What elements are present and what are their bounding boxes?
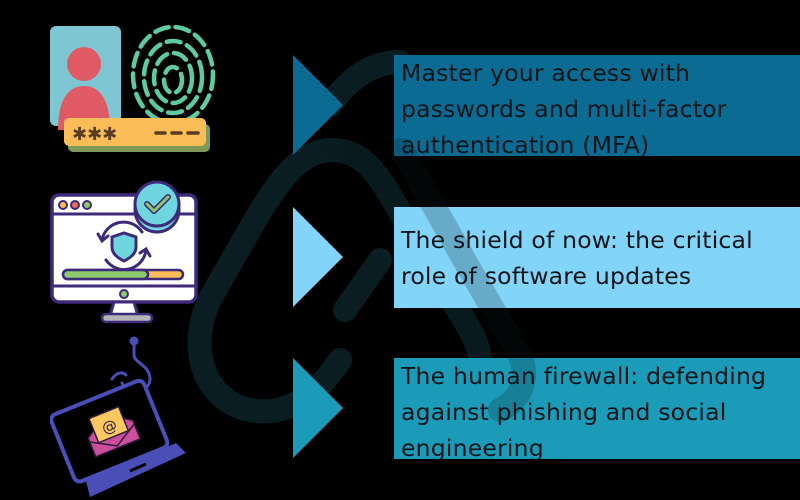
svg-text:@: @ [99, 415, 120, 437]
arrow-icon-3 [293, 358, 343, 458]
password-fingerprint-icon: ✱✱✱ [50, 24, 216, 152]
arrow-icon-1 [293, 55, 343, 155]
item-box-phishing: The human firewall: defending against ph… [394, 358, 800, 462]
item-box-mfa: Master your access with passwords and mu… [394, 55, 800, 159]
item-text-phishing: The human firewall: defending against ph… [401, 362, 767, 462]
item-text-updates: The shield of now: the critical role of … [401, 225, 753, 290]
software-update-monitor-icon [50, 180, 198, 324]
arrow-icon-2 [293, 207, 343, 307]
item-text-mfa: Master your access with passwords and mu… [401, 59, 727, 159]
password-mask: ✱✱✱ [72, 124, 117, 145]
item-box-updates: The shield of now: the critical role of … [394, 207, 800, 308]
phishing-laptop-icon: @ [50, 336, 186, 497]
checkmark-icon [145, 195, 170, 213]
email-envelope-icon: @ [87, 405, 142, 458]
fingerprint-icon [130, 24, 216, 126]
password-field [64, 118, 206, 146]
shield-icon [110, 231, 138, 263]
